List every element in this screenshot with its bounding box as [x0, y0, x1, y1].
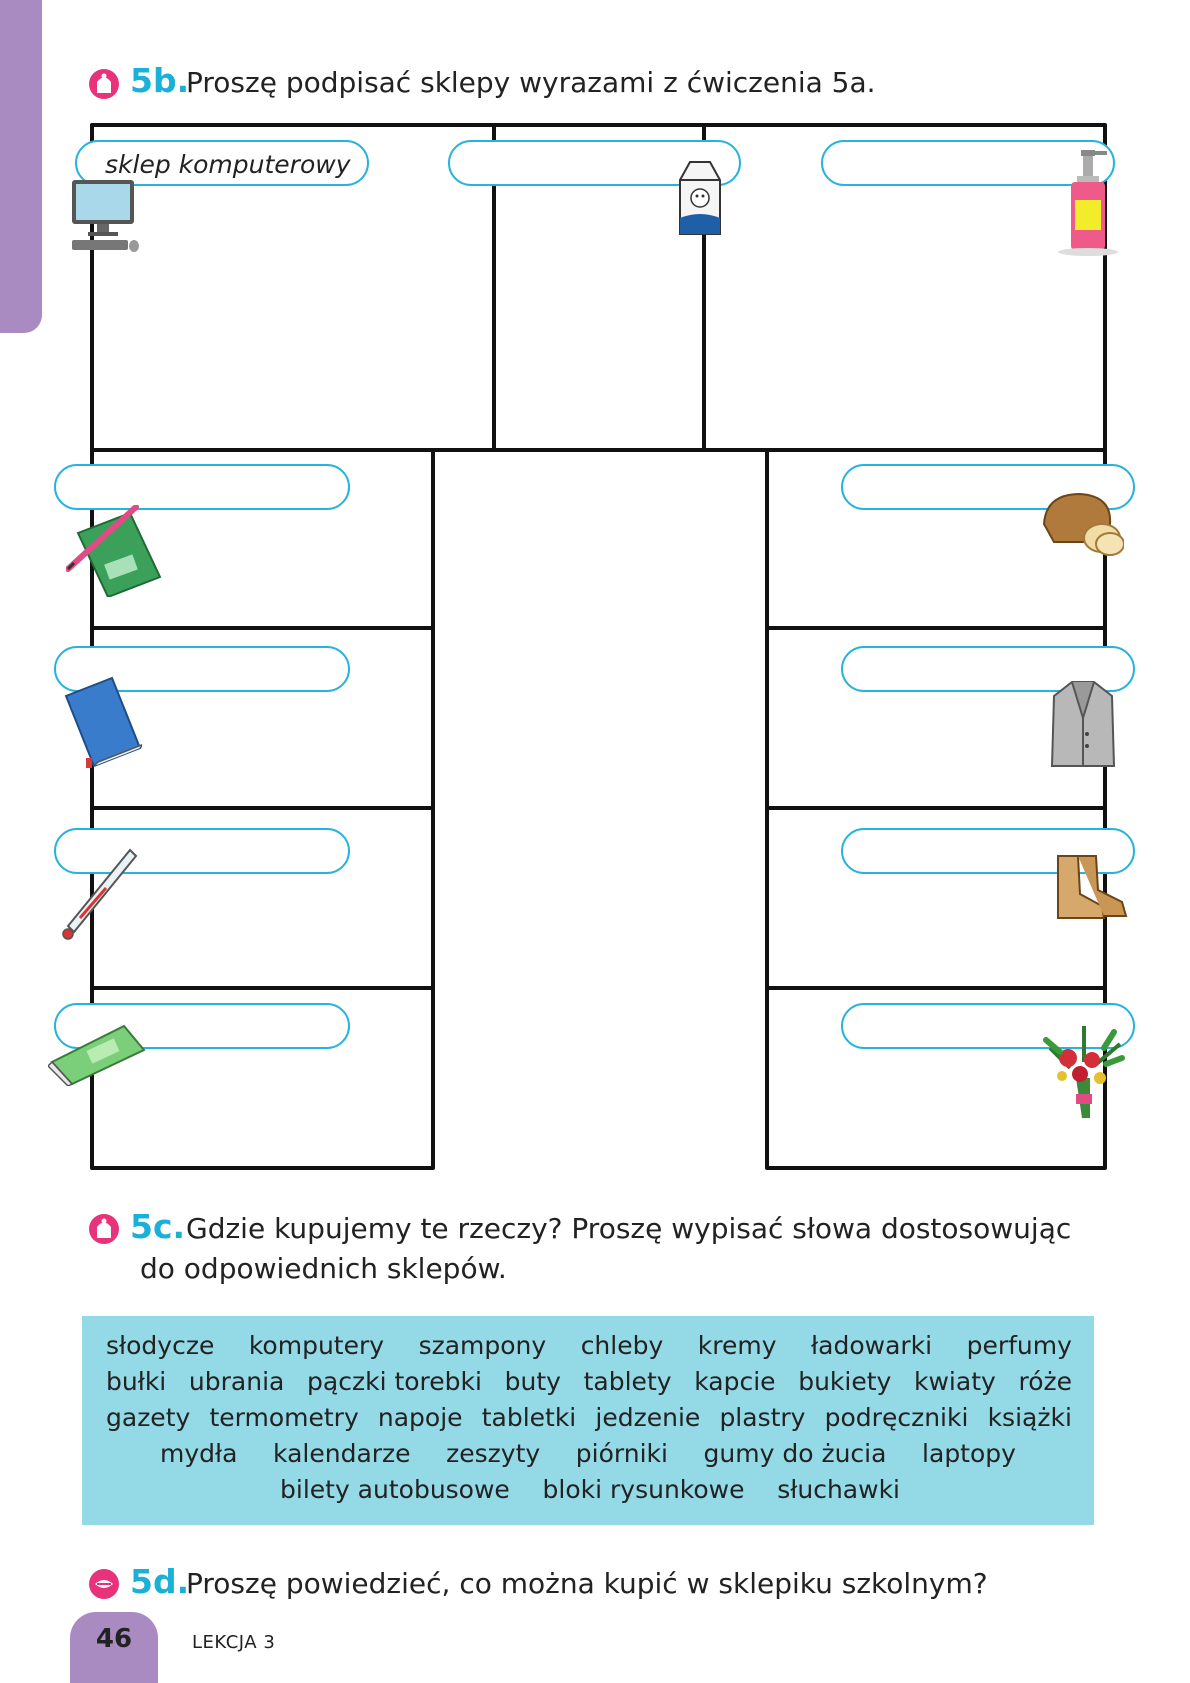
word: bułki [106, 1367, 167, 1396]
word: bukiety [798, 1367, 892, 1396]
word-bank [82, 1316, 1094, 1525]
computer-icon [72, 180, 139, 252]
word: mydła [160, 1439, 238, 1468]
word: buty [504, 1367, 561, 1396]
word: komputery [248, 1331, 385, 1360]
writing-icon [89, 1214, 119, 1244]
chewing-gum-icon [48, 1024, 146, 1086]
word: gumy do żucia [703, 1439, 887, 1468]
word: zeszyty [446, 1439, 541, 1468]
word: róże [1018, 1367, 1072, 1396]
word: laptopy [922, 1439, 1016, 1468]
word: bilety autobusowe [280, 1475, 510, 1504]
exercise-number: 5c. [130, 1207, 186, 1246]
lesson-label: LEKCJA 3 [192, 1632, 276, 1653]
notebook-icon [66, 505, 162, 597]
word: perfumy [966, 1331, 1072, 1360]
thermometer-icon [62, 848, 138, 940]
word: ubrania [188, 1367, 285, 1396]
word: kwiaty [914, 1367, 996, 1396]
word: książki [987, 1403, 1072, 1432]
jacket-icon [1050, 681, 1116, 767]
word: kremy [697, 1331, 777, 1360]
word: piórniki [575, 1439, 668, 1468]
exercise-number: 5b. [130, 61, 190, 100]
word: pączki torebki [307, 1367, 482, 1396]
shop-label-field[interactable]: sklep komputerowy [75, 140, 369, 186]
word: tabletki [481, 1403, 577, 1432]
word-bank-row: bilety autobusowe bloki rysunkowe słucha… [280, 1473, 900, 1507]
blue-book-icon [64, 676, 142, 768]
exercise-number: 5d. [130, 1562, 190, 1601]
exercise-instruction: Proszę powiedzieć, co można kupić w skle… [186, 1567, 988, 1600]
page-number: 46 [95, 1624, 133, 1654]
word: kalendarze [273, 1439, 411, 1468]
exercise-instruction-line2: do odpowiednich sklepów. [140, 1252, 507, 1285]
word: słodycze [106, 1331, 215, 1360]
side-tab [0, 0, 42, 333]
word: chleby [580, 1331, 664, 1360]
writing-icon [89, 69, 119, 99]
page-number-tab [70, 1612, 158, 1683]
word: kapcie [694, 1367, 776, 1396]
word: napoje [377, 1403, 463, 1432]
word-bank-row: bułki ubrania pączki torebki buty tablet… [106, 1365, 1072, 1399]
word: jedzenie [595, 1403, 701, 1432]
word: termometry [209, 1403, 359, 1432]
word-bank-row: gazety termometry napoje tabletki jedzen… [106, 1401, 1072, 1435]
soap-dispenser-icon [1058, 150, 1118, 256]
shop-label-field[interactable] [821, 140, 1115, 186]
word: słuchawki [777, 1475, 900, 1504]
word: plastry [719, 1403, 806, 1432]
milk-carton-icon [679, 161, 721, 235]
word: podręczniki [824, 1403, 969, 1432]
boots-icon [1057, 855, 1128, 919]
word-bank-row: słodycze komputery szampony chleby kremy… [106, 1329, 1072, 1363]
bread-icon [1042, 492, 1124, 556]
exercise-instruction: Proszę podpisać sklepy wyrazami z ćwicze… [186, 66, 876, 99]
word: ładowarki [811, 1331, 933, 1360]
speaking-icon [89, 1569, 119, 1599]
word: tablety [583, 1367, 672, 1396]
exercise-instruction-line1: Gdzie kupujemy te rzeczy? Proszę wypisać… [186, 1212, 1072, 1245]
shop-label-filled: sklep komputerowy [105, 150, 351, 179]
shop-label-field[interactable] [54, 464, 350, 510]
word: szampony [418, 1331, 547, 1360]
word: gazety [106, 1403, 191, 1432]
word-bank-row: mydła kalendarze zeszyty piórniki gumy d… [160, 1437, 1016, 1471]
flower-bouquet-icon [1043, 1026, 1125, 1118]
shop-label-field[interactable] [54, 828, 350, 874]
word: bloki rysunkowe [542, 1475, 745, 1504]
